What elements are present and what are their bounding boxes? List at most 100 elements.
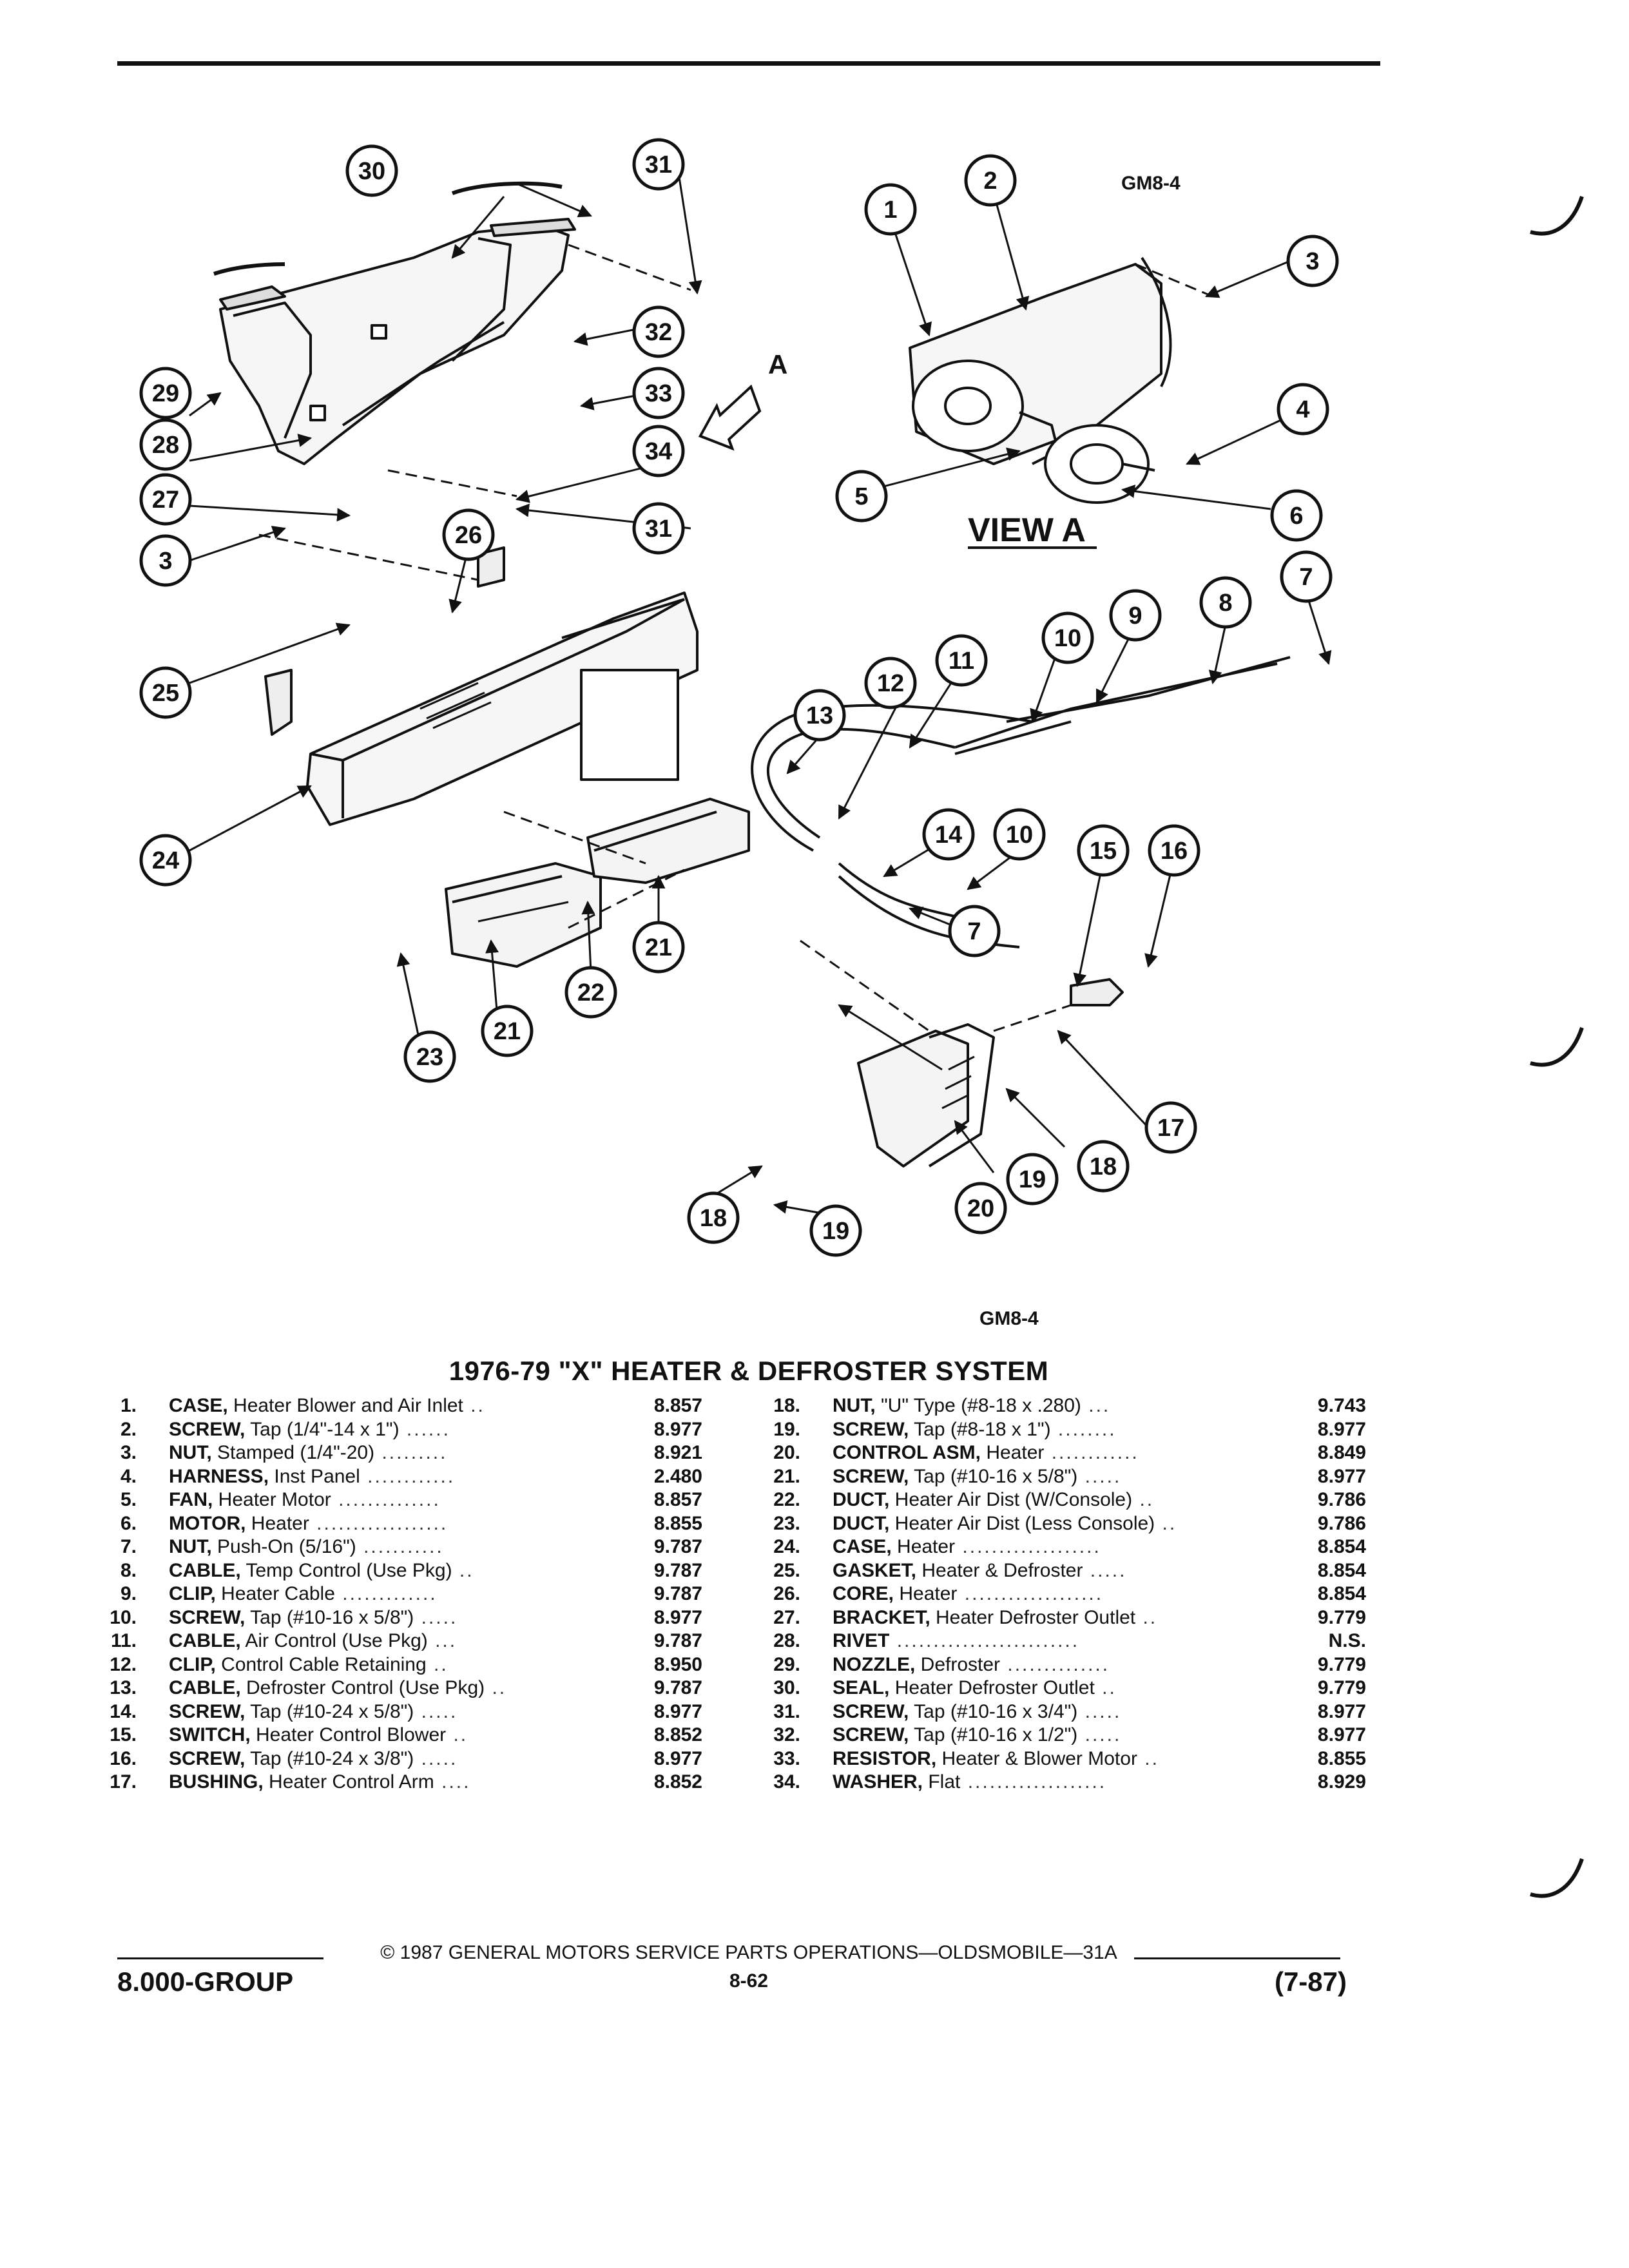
- callout-circle-32: [632, 305, 685, 358]
- callout-number-21: 21: [494, 1018, 521, 1045]
- part-number: 33.: [773, 1747, 800, 1769]
- part-description: Heater Control Blower: [250, 1724, 447, 1745]
- callout-circle-17: [1144, 1101, 1197, 1154]
- top-rule: [117, 61, 1380, 66]
- part-description: Heater: [891, 1536, 956, 1557]
- part-name: CABLE, Defroster Control (Use Pkg) ..: [169, 1677, 506, 1699]
- part-name-bold: DUCT,: [833, 1512, 890, 1534]
- part-number: 26.: [773, 1583, 800, 1604]
- part-name-bold: NUT,: [169, 1536, 212, 1557]
- part-number: 15.: [110, 1724, 137, 1745]
- part-name-bold: DUCT,: [833, 1489, 890, 1510]
- callout-circle-28: [139, 418, 192, 471]
- part-name: WASHER, Flat ...................: [833, 1771, 1106, 1793]
- part-name: CORE, Heater ...................: [833, 1583, 1103, 1605]
- leader-dots: ..: [463, 1395, 485, 1416]
- callout-circle-22: [564, 966, 617, 1019]
- callout-number-10: 10: [1006, 822, 1033, 849]
- part-name-bold: CABLE,: [169, 1677, 241, 1698]
- callout-number-21: 21: [645, 934, 672, 961]
- part-group-code: 2.480: [653, 1465, 702, 1487]
- part-name-bold: SCREW,: [169, 1418, 246, 1440]
- part-number: 8.: [120, 1559, 137, 1581]
- callout-circle-31: [632, 502, 685, 555]
- defroster-duct-illustration: [213, 181, 576, 465]
- exploded-parts-diagram: A VIEW A 1234567891011121314151617181920…: [139, 138, 1339, 1257]
- part-number: 5.: [120, 1489, 137, 1510]
- part-group-code: 8.855: [653, 1512, 702, 1534]
- callout-circle-20: [954, 1182, 1007, 1235]
- callout-circle-6: [1270, 489, 1323, 542]
- part-group-code: 8.977: [1317, 1700, 1366, 1722]
- part-name: CASE, Heater Blower and Air Inlet ..: [169, 1395, 485, 1417]
- part-description: Heater Air Dist (W/Console): [889, 1489, 1133, 1510]
- part-group-code: 8.857: [653, 1489, 702, 1510]
- part-number: 3.: [120, 1442, 137, 1463]
- callout-circle-30: [345, 144, 398, 197]
- leader-dots: ..: [1137, 1747, 1159, 1769]
- part-description: Heater: [894, 1583, 958, 1604]
- part-group-code: 8.929: [1317, 1771, 1366, 1792]
- blower-assembly-view-a: [909, 256, 1172, 504]
- part-number: 11.: [110, 1630, 137, 1651]
- part-number: 1.: [120, 1395, 137, 1416]
- footer-copyright: © 1987 GENERAL MOTORS SERVICE PARTS OPER…: [380, 1942, 1117, 1963]
- callout-circle-18: [1077, 1140, 1130, 1193]
- part-number: 27.: [773, 1606, 800, 1628]
- callout-number-34: 34: [645, 438, 672, 465]
- callout-circle-19: [809, 1204, 862, 1257]
- view-a-letter: A: [768, 349, 787, 380]
- part-number: 13.: [110, 1677, 137, 1698]
- leader-dots: ...: [1081, 1395, 1111, 1416]
- part-name: SCREW, Tap (#8-18 x 1") ........: [833, 1419, 1117, 1441]
- part-number: 21.: [773, 1465, 800, 1487]
- leader-dots: ..: [1155, 1512, 1177, 1534]
- callout-number-17: 17: [1157, 1115, 1184, 1142]
- part-name: NUT, Stamped (1/4"-20) .........: [169, 1442, 447, 1464]
- callout-circle-9: [1109, 589, 1162, 642]
- part-description: Stamped (1/4"-20): [211, 1442, 375, 1463]
- part-description: Heater Defroster Outlet: [889, 1677, 1095, 1698]
- part-name: SWITCH, Heater Control Blower ..: [169, 1724, 468, 1746]
- part-name: DUCT, Heater Air Dist (Less Console) ..: [833, 1513, 1177, 1535]
- callout-number-28: 28: [152, 432, 179, 459]
- footer-group: 8.000-GROUP: [117, 1966, 294, 1997]
- callout-number-7: 7: [967, 918, 981, 945]
- part-name-bold: SCREW,: [833, 1465, 909, 1487]
- leader-dots: .........................: [889, 1630, 1080, 1651]
- leader-dots: ........: [1050, 1418, 1117, 1440]
- callout-circle-27: [139, 473, 192, 526]
- callout-number-10: 10: [1054, 625, 1081, 652]
- part-description: Heater & Blower Motor: [936, 1747, 1137, 1769]
- part-name-bold: HARNESS,: [169, 1465, 269, 1487]
- callout-number-7: 7: [1299, 564, 1313, 591]
- part-name: CABLE, Temp Control (Use Pkg) ..: [169, 1560, 474, 1582]
- callout-number-2: 2: [983, 168, 997, 195]
- callout-number-31: 31: [645, 515, 672, 543]
- part-description: Defroster Control (Use Pkg): [240, 1677, 485, 1698]
- callout-circle-15: [1077, 824, 1130, 877]
- part-group-code: 9.787: [653, 1677, 702, 1698]
- callout-circle-14: [922, 808, 975, 861]
- callout-circle-4: [1277, 383, 1329, 436]
- part-name: SCREW, Tap (#10-16 x 3/4") .....: [833, 1701, 1121, 1723]
- part-description: Tap (#10-16 x 5/8"): [245, 1606, 414, 1628]
- part-group-code: 8.977: [1317, 1724, 1366, 1745]
- part-name: SCREW, Tap (#10-16 x 5/8") .....: [169, 1607, 458, 1629]
- part-number: 2.: [120, 1418, 137, 1440]
- part-description: Heater Defroster Outlet: [930, 1606, 1136, 1628]
- part-description: Push-On (5/16"): [211, 1536, 356, 1557]
- part-group-code: 9.779: [1317, 1677, 1366, 1698]
- leader-dots: ..: [452, 1559, 474, 1581]
- part-name-bold: CABLE,: [169, 1559, 241, 1581]
- part-name-bold: CASE,: [169, 1395, 228, 1416]
- part-description: "U" Type (#8-18 x .280): [875, 1395, 1081, 1416]
- callout-number-18: 18: [1090, 1153, 1117, 1180]
- part-description: Inst Panel: [269, 1465, 360, 1487]
- part-name-bold: SCREW,: [833, 1724, 909, 1745]
- part-description: Defroster: [915, 1653, 1001, 1675]
- view-a-label: VIEW A: [968, 512, 1086, 549]
- footer-rule-left: [117, 1957, 323, 1959]
- leader-dots: ...................: [955, 1536, 1101, 1557]
- footer-page-number: 8-62: [729, 1970, 769, 1992]
